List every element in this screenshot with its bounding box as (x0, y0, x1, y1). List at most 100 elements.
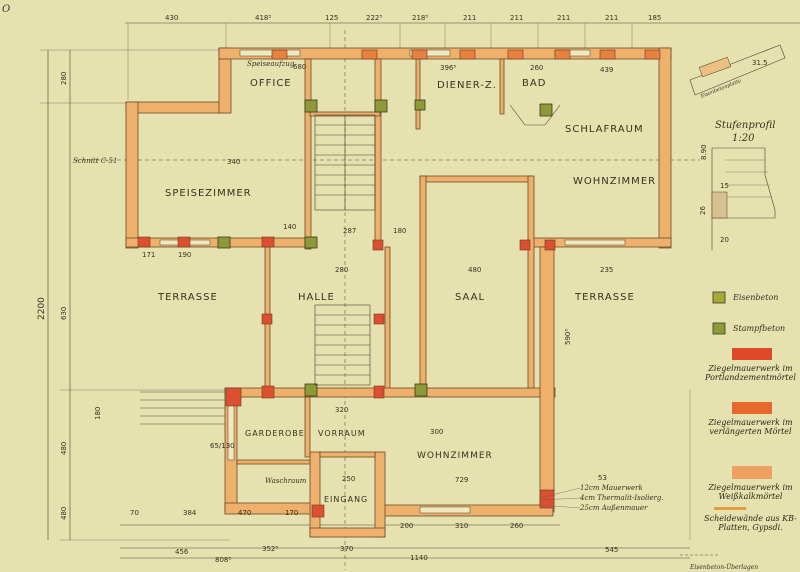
dimension-label: 287 (343, 227, 356, 235)
legend-label: Eisenbeton-Überlagen (689, 564, 758, 571)
piers (137, 49, 661, 518)
note-wall-layer-1: 12cm Mauerwerk (580, 484, 643, 492)
dimension-label: 140 (283, 223, 296, 231)
room-terrasse-right: TERRASSE (574, 292, 635, 303)
dimension-label: 310 (455, 522, 468, 530)
dimension-label: 185 (648, 14, 661, 22)
dimension-label: 480 (60, 442, 68, 455)
legend-label: Eisenbeton (732, 293, 778, 302)
bottom-dimensions: 456 808⁵ 352⁵ 370 1140 545 70 384 470 17… (130, 509, 618, 564)
note-schnitt: Schnitt C-51 (73, 157, 117, 165)
dimension-label: 352⁵ (262, 545, 278, 553)
dimension-label: 211 (557, 14, 570, 22)
legend-label-scheidewaende: Scheidewände aus KB-Platten, Gypsdi. (704, 514, 797, 532)
room-waschraum: Waschraum (265, 477, 307, 485)
north-arrow: O (2, 4, 10, 15)
legend-swatch-scheidewaende (714, 507, 746, 510)
dimension-label: 211 (510, 14, 523, 22)
legend-swatch-verlaengert (732, 402, 772, 414)
dimension-label: 218⁵ (412, 14, 428, 22)
room-bad: BAD (522, 78, 546, 89)
dimension-label: 470 (238, 509, 251, 517)
dimension-label: 211 (463, 14, 476, 22)
dimension-label: 630 (60, 307, 68, 320)
dimension-label: 1140 (410, 554, 428, 562)
dimension-label: 171 (142, 251, 155, 259)
dimension-label: 260 (530, 64, 543, 72)
legend: Eisenbeton Stampfbeton Eisenbeton-Überla… (680, 291, 785, 571)
legend-swatch-portland (732, 348, 772, 360)
interior-dimensions: 680 396⁵ 260 439 171 190 140 287 180 280… (142, 63, 613, 484)
room-wohnzimmer-bottom: WOHNZIMMER (417, 451, 493, 461)
room-halle: HALLE (298, 292, 335, 303)
dimension-label: 384 (183, 509, 197, 517)
legend-label-weisskalk: Ziegelmauerwerk im Weißkalkmörtel (708, 483, 793, 501)
dimension-label: 211 (605, 14, 618, 22)
top-dimensions: 430 418⁵ 125 222⁵ 218⁵ 211 211 211 211 1… (165, 14, 661, 22)
dimension-label: 170 (285, 509, 298, 517)
note-wall-layer-3: 25cm Außenmauer (579, 504, 648, 512)
dimension-label: 235 (600, 266, 613, 274)
stufenprofil-scale: 1:20 (732, 133, 755, 144)
room-garderobe: GARDEROBE (245, 429, 305, 438)
dimension-label: 300 (430, 428, 443, 436)
dimension-label: 396⁵ (440, 64, 456, 72)
room-terrasse-left: TERRASSE (157, 292, 218, 303)
dimension-label: 590⁵ (564, 329, 572, 345)
dimension-label: 26 (699, 206, 707, 215)
dimension-label: 439 (600, 66, 613, 74)
room-schlafraum: SCHLAFRAUM (565, 124, 644, 135)
dimension-label: 20 (720, 236, 729, 244)
dimension-label: 480 (468, 266, 481, 274)
dimension-label: 808⁵ (215, 556, 231, 564)
dimension-label: Eisenbetonplatte (699, 78, 742, 100)
stufenprofil-title: Stufenprofil (715, 120, 775, 131)
dimension-label: 8.90 (700, 144, 708, 160)
legend-label-portland: Ziegelmauerwerk im Portlandzementmörtel (705, 364, 796, 382)
dimension-label: 280 (60, 72, 68, 85)
legend-label-verlaengert: Ziegelmauerwerk im verlängerten Mörtel (708, 418, 793, 436)
dimension-label: 456 (175, 548, 189, 556)
dimension-label: 15 (720, 182, 729, 190)
legend-swatch-eisenbeton (712, 291, 726, 304)
room-speisezimmer: SPEISEZIMMER (165, 188, 252, 199)
dimension-label: 65/130 (210, 442, 235, 450)
dimension-label: 260 (510, 522, 523, 530)
note-speiseaufzug: Speiseaufzug (247, 60, 295, 68)
room-saal: SAAL (455, 292, 485, 303)
dimension-label: 280 (335, 266, 348, 274)
dimension-label: 340 (227, 158, 240, 166)
staircase (140, 104, 561, 425)
legend-swatch-stampfbeton (712, 322, 726, 335)
dimension-label: 31.5 (752, 59, 768, 67)
dimension-label: 729 (455, 476, 468, 484)
room-vorraum: VORRAUM (318, 429, 366, 438)
annotations: Speiseaufzug Schnitt C-51 12cm Mauerwerk… (2, 4, 664, 512)
dimension-label: 545 (605, 546, 618, 554)
dimension-label: 180 (94, 407, 102, 420)
note-wall-layer-2: 4cm Thermalit-Isolierg. (579, 494, 664, 502)
dimension-label: 125 (325, 14, 338, 22)
dimension-lines (40, 22, 800, 570)
dimension-label: 180 (393, 227, 406, 235)
legend-label: Stampfbeton (733, 324, 785, 333)
dimension-label: 370 (340, 545, 353, 553)
left-dimensions: 280 2200 630 480 480 180 (37, 72, 102, 520)
dimension-label: 680 (293, 63, 306, 71)
dimension-label: 53 (598, 474, 607, 482)
legend-swatch-weisskalk (732, 466, 772, 479)
dimension-label: 250 (342, 475, 355, 483)
dimension-label: 70 (130, 509, 139, 517)
room-wohnzimmer-top: WOHNZIMMER (573, 176, 656, 187)
dimension-label: 320 (335, 406, 348, 414)
dimension-label: 418⁵ (255, 14, 271, 22)
dimension-label: 190 (178, 251, 191, 259)
stair-profile-detail: Eisenbetonplatte Stufenprofil 1:20 31.5 … (689, 44, 786, 250)
room-eingang: EINGANG (324, 495, 368, 504)
dimension-label: 222⁵ (366, 14, 382, 22)
room-labels: OFFICE DIENER-Z. BAD SCHLAFRAUM SPEISEZI… (157, 78, 656, 504)
dimension-label: 430 (165, 14, 178, 22)
dimension-label: 480 (60, 507, 68, 520)
room-office: OFFICE (250, 78, 292, 89)
